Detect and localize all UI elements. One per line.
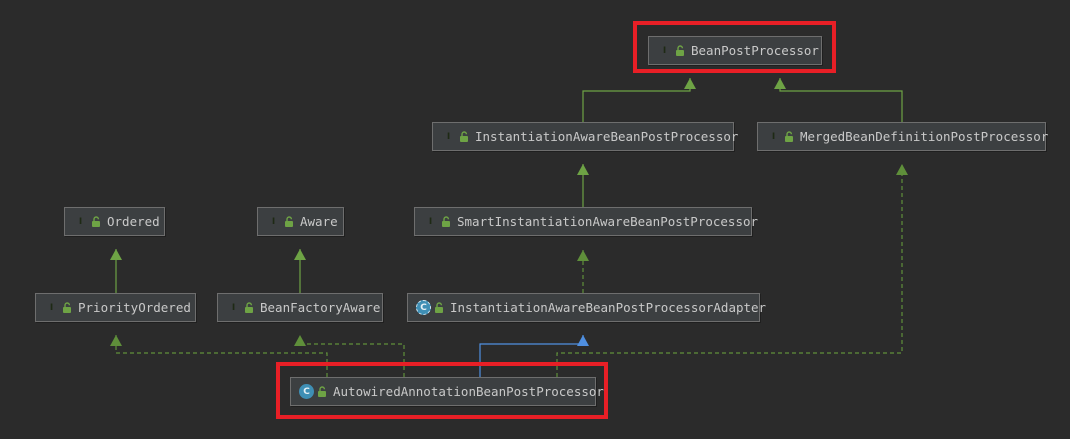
arrowhead (110, 335, 122, 346)
edge-implements-autowired_annotation_bpp-to-priority_ordered (110, 335, 328, 377)
node-label: InstantiationAwareBeanPostProcessor (475, 129, 739, 144)
edge-line (556, 164, 903, 377)
interface-icon: I (428, 216, 433, 227)
edge-line (779, 78, 903, 122)
arrowhead (684, 78, 696, 89)
edge-extends-priority_ordered-to-ordered (110, 249, 122, 293)
lock-icon (785, 130, 793, 142)
arrowhead (577, 164, 589, 175)
interface-icon: I (49, 302, 54, 313)
lock-icon (435, 301, 443, 313)
node-instantiation-aware-bean-post-processor[interactable]: I InstantiationAwareBeanPostProcessor (432, 122, 738, 151)
node-aware[interactable]: I Aware (257, 207, 344, 236)
node-merged-bean-definition-post-processor[interactable]: I MergedBeanDefinitionPostProcessor (757, 122, 1049, 151)
edge-implements-autowired_annotation_bpp-to-merged_bean_definition_pp (556, 164, 908, 377)
node-bean-post-processor[interactable]: I BeanPostProcessor (648, 36, 822, 65)
lock-icon (460, 130, 468, 142)
node-label: Ordered (107, 214, 160, 229)
interface-icon: I (771, 131, 776, 142)
node-label: BeanFactoryAware (260, 300, 381, 315)
node-instantiation-aware-bean-post-processor-adapter[interactable]: C InstantiationAwareBeanPostProcessorAda… (407, 293, 766, 322)
arrowhead (294, 335, 306, 346)
edge-implements-autowired_annotation_bpp-to-bean_factory_aware (294, 335, 405, 377)
lock-icon (92, 215, 100, 227)
arrowhead (577, 250, 589, 261)
node-label: Aware (300, 214, 338, 229)
node-smart-instantiation-aware-bean-post-processor[interactable]: I SmartInstantiationAwareBeanPostProcess… (414, 207, 758, 236)
arrowhead (577, 335, 589, 346)
edge-class-extends-autowired_annotation_bpp-to-instantiation_aware_bpp_adapter (479, 335, 589, 377)
abstract-class-icon: C (416, 300, 431, 315)
node-priority-ordered[interactable]: I PriorityOrdered (35, 293, 196, 322)
arrowhead (110, 249, 122, 260)
edge-line (115, 335, 328, 377)
interface-icon: I (446, 131, 451, 142)
edge-extends-bean_factory_aware-to-aware (294, 249, 306, 293)
node-autowired-annotation-bean-post-processor[interactable]: C AutowiredAnnotationBeanPostProcessor (290, 377, 604, 406)
node-label: SmartInstantiationAwareBeanPostProcessor (457, 214, 759, 229)
interface-icon: I (231, 302, 236, 313)
lock-icon (285, 215, 293, 227)
class-icon: C (299, 384, 314, 399)
arrowhead (896, 164, 908, 175)
edge-extends-merged_bean_definition_pp-to-bean_post_processor (774, 78, 903, 122)
arrowhead (294, 249, 306, 260)
lock-icon (318, 385, 326, 397)
node-label: BeanPostProcessor (691, 43, 819, 58)
interface-icon: I (78, 216, 83, 227)
arrowhead (774, 78, 786, 89)
node-label: PriorityOrdered (78, 300, 191, 315)
edge-extends-smart_instantiation_aware_bpp-to-instantiation_aware_bpp (577, 164, 589, 207)
highlight-box-bean-post-processor (633, 21, 836, 73)
interface-icon: I (271, 216, 276, 227)
node-label: MergedBeanDefinitionPostProcessor (800, 129, 1049, 144)
lock-icon (442, 215, 450, 227)
edge-implements-instantiation_aware_bpp_adapter-to-smart_instantiation_aware_bpp (577, 250, 589, 293)
node-label: AutowiredAnnotationBeanPostProcessor (333, 384, 604, 399)
edge-line (582, 78, 691, 122)
highlight-box-autowired-annotation-bpp (276, 362, 608, 419)
node-bean-factory-aware[interactable]: I BeanFactoryAware (217, 293, 383, 322)
node-ordered[interactable]: I Ordered (64, 207, 165, 236)
interface-icon: I (662, 45, 667, 56)
edge-extends-instantiation_aware_bpp-to-bean_post_processor (582, 78, 696, 122)
lock-icon (245, 301, 253, 313)
node-label: InstantiationAwareBeanPostProcessorAdapt… (450, 300, 767, 315)
lock-icon (63, 301, 71, 313)
lock-icon (676, 44, 684, 56)
